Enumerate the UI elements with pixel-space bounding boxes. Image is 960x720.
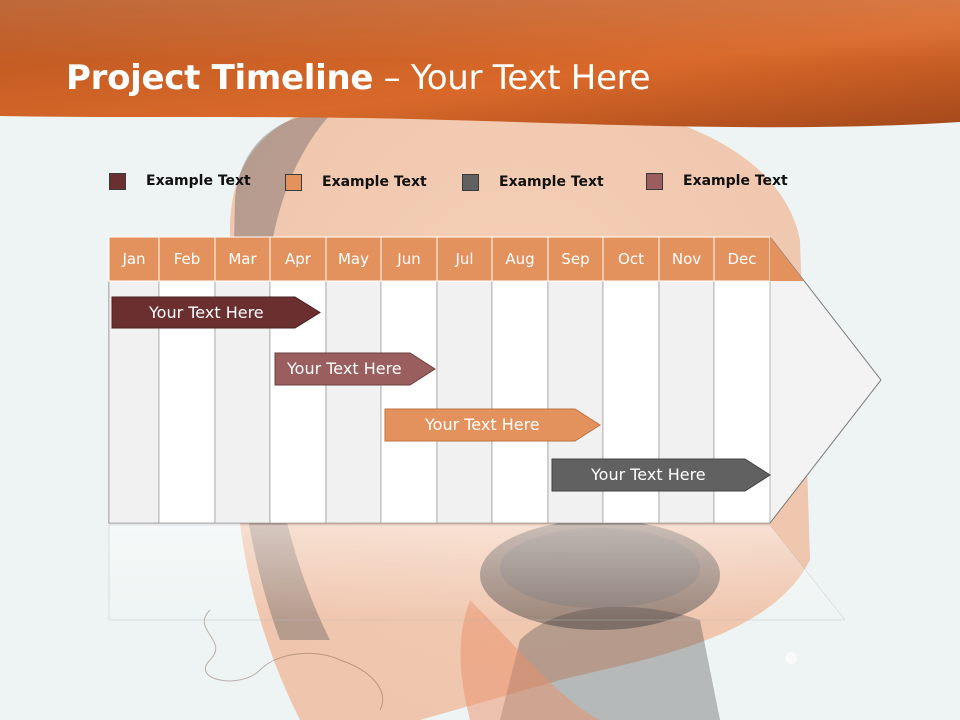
month-header-cell bbox=[380, 236, 438, 282]
month-column bbox=[436, 280, 493, 524]
bar-label: Your Text Here bbox=[287, 359, 402, 378]
legend-swatch bbox=[109, 172, 126, 190]
legend-swatch bbox=[646, 172, 663, 190]
legend-label: Example Text bbox=[683, 173, 788, 189]
month-header-cell bbox=[325, 236, 382, 282]
month-label: Mar bbox=[228, 250, 257, 268]
month-label: Oct bbox=[618, 250, 644, 268]
month-header-cell bbox=[713, 236, 771, 282]
gantt-bar bbox=[274, 352, 436, 386]
header-band bbox=[0, 0, 960, 128]
month-label: Apr bbox=[285, 250, 311, 268]
month-header-cell bbox=[658, 236, 715, 282]
month-label: Nov bbox=[671, 250, 702, 268]
month-header-cell bbox=[214, 236, 271, 282]
legend-swatch bbox=[462, 173, 479, 191]
month-label: Feb bbox=[173, 250, 201, 268]
gantt-bar bbox=[384, 408, 601, 442]
legend-item: Example Text bbox=[285, 172, 427, 192]
month-label: Sep bbox=[561, 250, 590, 268]
month-header-cell bbox=[158, 236, 216, 282]
page-title: Project Timeline – Your Text Here bbox=[66, 58, 651, 98]
month-label: May bbox=[337, 250, 369, 268]
month-header-cell bbox=[547, 236, 604, 282]
title-bold: Project Timeline bbox=[66, 58, 374, 98]
month-header-cell bbox=[108, 236, 160, 282]
bar-label: Your Text Here bbox=[149, 303, 264, 322]
month-label: Aug bbox=[505, 250, 535, 268]
timeline-reflection bbox=[108, 524, 846, 621]
month-column bbox=[491, 280, 549, 524]
month-label: Jan bbox=[122, 250, 146, 268]
month-header-cell bbox=[491, 236, 549, 282]
legend-item: Example Text bbox=[462, 172, 604, 192]
month-label: Jun bbox=[397, 250, 421, 268]
gantt-bar bbox=[551, 458, 771, 492]
month-label: Jul bbox=[455, 250, 474, 268]
legend-item: Example Text bbox=[109, 171, 251, 191]
month-column bbox=[380, 280, 438, 524]
legend-label: Example Text bbox=[146, 173, 251, 189]
legend-item: Example Text bbox=[646, 171, 788, 191]
legend-label: Example Text bbox=[499, 174, 604, 190]
month-label: Dec bbox=[727, 250, 757, 268]
month-header-cell bbox=[602, 236, 660, 282]
title-rest: – Your Text Here bbox=[373, 58, 651, 98]
legend-swatch bbox=[285, 173, 302, 191]
month-column bbox=[325, 280, 382, 524]
bar-label: Your Text Here bbox=[591, 465, 706, 484]
legend-label: Example Text bbox=[322, 174, 427, 190]
header-arrow-tip bbox=[770, 237, 804, 281]
bar-label: Your Text Here bbox=[425, 415, 540, 434]
gantt-bar bbox=[111, 296, 321, 329]
